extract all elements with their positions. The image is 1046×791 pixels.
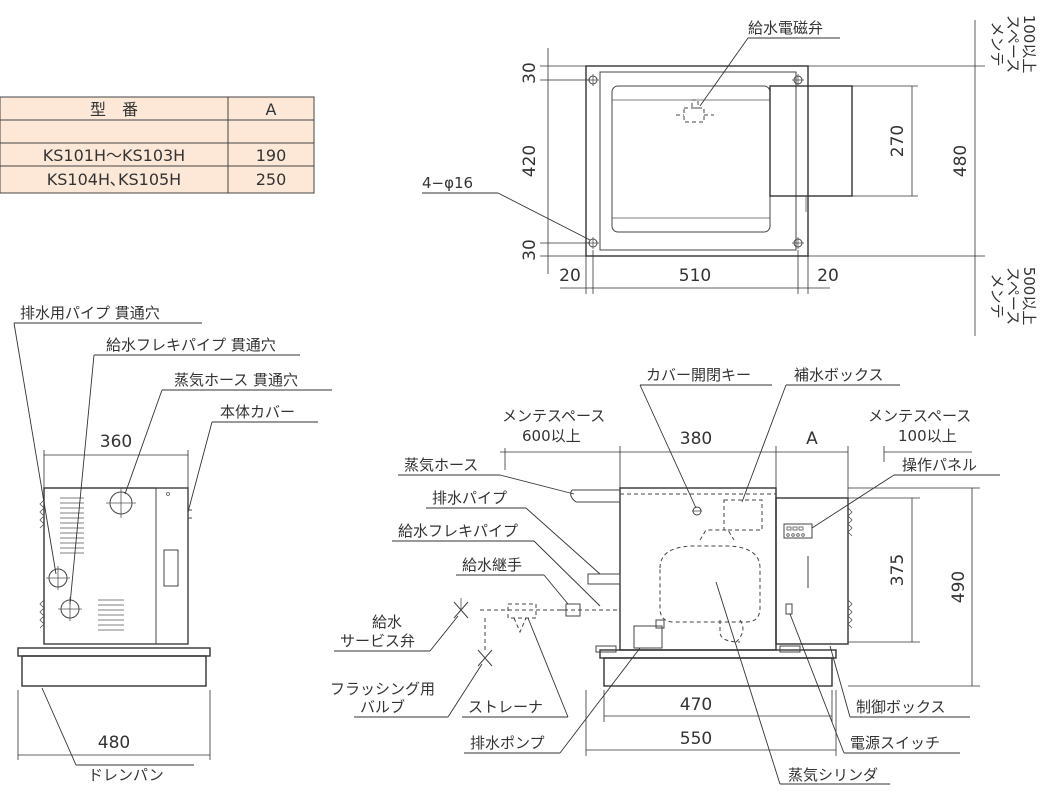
label-drain-pipe-hole: 排水用パイプ 貫通穴 — [20, 304, 160, 322]
table-row-a: 250 — [256, 170, 287, 189]
label-steam-cylinder: 蒸気シリンダ — [788, 766, 878, 784]
label-drain-pump: 排水ポンプ — [470, 734, 545, 752]
dim-a: A — [806, 429, 818, 449]
dim-20-right: 20 — [817, 266, 839, 286]
dim-420: 420 — [520, 145, 540, 177]
table-header-model: 型 番 — [90, 100, 138, 119]
top-view: 給水電磁弁 4−φ16 30 420 30 20 510 20 270 480 — [422, 15, 1038, 336]
steam-cylinder-outline — [659, 545, 761, 623]
supply-joint-icon — [560, 603, 581, 617]
label-supply-joint: 給水継手 — [462, 556, 522, 574]
label-supply-flex-hole: 給水フレキパイプ 貫通穴 — [106, 336, 276, 354]
cover-key-icon — [692, 506, 702, 516]
side-view: 排水用パイプ 貫通穴 給水フレキパイプ 貫通穴 蒸気ホース 貫通穴 本体カバー … — [13, 304, 332, 784]
dim-510: 510 — [679, 266, 711, 286]
label-control-panel: 操作パネル — [902, 456, 977, 474]
label-strainer: ストレーナ — [468, 698, 543, 716]
through-hole-icon — [106, 488, 136, 518]
label-service-valve-line1: 給水 — [372, 613, 402, 631]
label-cover-key: カバー開閉キー — [646, 366, 751, 384]
maintenance-top-label: メンテ スペース 100以上 — [988, 15, 1038, 74]
model-table: 型 番 A KS101H〜KS103H 190 KS104H､KS105H 25… — [0, 96, 315, 194]
dim-270: 270 — [888, 125, 908, 157]
svg-text:メンテ: メンテ — [988, 273, 1006, 318]
label-control-box: 制御ボックス — [856, 698, 946, 716]
dim-480-top: 480 — [951, 145, 971, 177]
label-steam-hose: 蒸気ホース — [404, 456, 478, 474]
through-hole-icon — [46, 566, 70, 590]
label-drain-pan: ドレンパン — [88, 766, 164, 784]
dim-30-bottom: 30 — [520, 239, 540, 261]
label-flush-valve-line1: フラッシング用 — [330, 680, 435, 698]
dim-470: 470 — [680, 695, 712, 715]
label-refill-box: 補水ボックス — [794, 366, 884, 384]
label-steam-hose-hole: 蒸気ホース 貫通穴 — [174, 371, 298, 389]
label-supply-flex: 給水フレキパイプ — [398, 522, 518, 540]
dim-380: 380 — [680, 429, 712, 449]
side-fins — [39, 499, 45, 629]
front-view: カバー開閉キー 補水ボックス メンテスペース 600以上 380 A メンテスペ… — [330, 366, 1000, 785]
power-switch-icon — [785, 603, 793, 615]
svg-text:スペース: スペース — [1004, 267, 1022, 325]
drain-pump-icon — [633, 619, 665, 649]
label-drain-pipe: 排水パイプ — [432, 489, 507, 507]
svg-text:メンテ: メンテ — [988, 21, 1006, 66]
label-service-valve-line2: サービス弁 — [340, 632, 415, 650]
table-row-model: KS101H〜KS103H — [43, 146, 185, 165]
label-hole-size: 4−φ16 — [422, 174, 473, 192]
table-row-a: 190 — [256, 146, 287, 165]
dim-550: 550 — [680, 729, 712, 749]
label-maint-left-line2: 600以上 — [522, 427, 581, 445]
label-maint-right-line1: メンテスペース — [868, 407, 971, 425]
label-body-cover: 本体カバー — [220, 403, 295, 421]
svg-text:500以上: 500以上 — [1020, 267, 1038, 326]
mounting-hole-icon — [792, 74, 804, 86]
label-supply-solenoid-valve: 給水電磁弁 — [748, 19, 823, 37]
dim-375: 375 — [888, 554, 908, 586]
table-row-model: KS104H､KS105H — [47, 170, 181, 189]
dim-30-top: 30 — [520, 62, 540, 84]
label-maint-left-line1: メンテスペース — [502, 407, 605, 425]
dim-480-side: 480 — [98, 733, 130, 753]
svg-text:100以上: 100以上 — [1020, 15, 1038, 74]
label-power-switch: 電源スイッチ — [850, 734, 940, 752]
dim-20-left: 20 — [559, 266, 581, 286]
label-flush-valve-line2: バルブ — [360, 698, 405, 716]
label-maint-right-line2: 100以上 — [898, 427, 957, 445]
mounting-hole-icon — [792, 237, 804, 249]
control-panel-icon — [783, 523, 813, 539]
solenoid-valve-icon — [676, 99, 714, 123]
service-valve-icon — [453, 598, 469, 619]
vent-grille — [60, 497, 124, 631]
strainer-icon — [507, 603, 537, 634]
dim-490: 490 — [949, 571, 969, 603]
dim-360: 360 — [100, 432, 132, 452]
svg-text:スペース: スペース — [1004, 15, 1022, 73]
flush-valve-icon — [477, 618, 493, 667]
table-header-a: A — [266, 100, 277, 119]
maintenance-bottom-label: メンテ スペース 500以上 — [988, 267, 1038, 326]
